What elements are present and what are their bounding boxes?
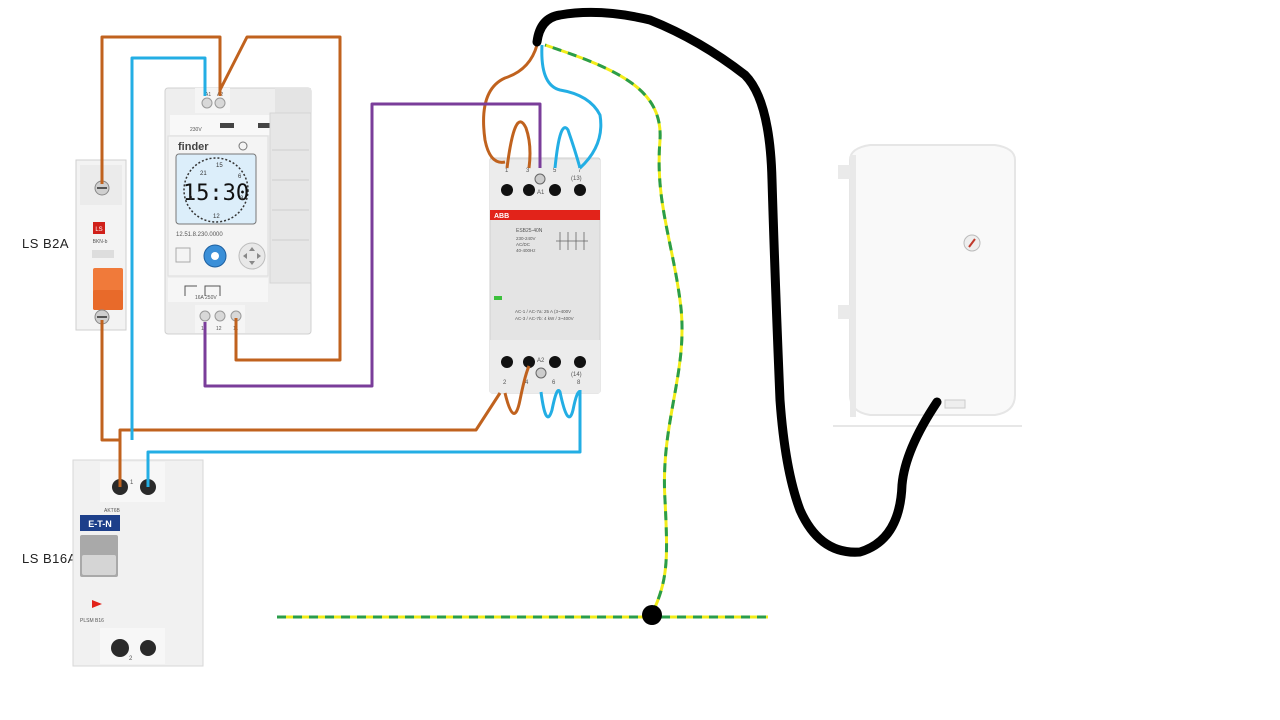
dial-num-15: 15	[216, 163, 223, 169]
contactor-a1-screw-icon	[534, 173, 546, 185]
timer-rating: 16A 250V	[195, 295, 217, 301]
control-wire	[203, 102, 542, 388]
dial-num-6: 6	[238, 174, 242, 180]
timer-lcd	[175, 153, 257, 225]
b16a-brand: E-T-N	[88, 519, 112, 529]
breaker-b16a: 1 AKT6B E-T-N PLSM B16 2	[72, 459, 204, 667]
dial-num-9: 9	[189, 196, 193, 202]
timer-model-code: 12.51.8.230.0000	[176, 232, 223, 238]
contactor-top-1: 1	[505, 168, 509, 174]
abb-contactor: 1 3 A1 5 7 (13) ABB ESB25-40N 230-240V A…	[489, 157, 601, 394]
contactor-top-3: 3	[526, 168, 530, 174]
timer-display-time: 15:30	[183, 181, 249, 206]
contactor-bot-4: 4	[525, 380, 529, 386]
neutral-wires	[130, 44, 603, 487]
earth-junction-dot	[642, 605, 662, 625]
contactor-top-13: (13)	[571, 176, 582, 182]
contactor-top-5: 5	[553, 168, 557, 174]
contactor-top-a1: A1	[537, 190, 545, 196]
contactor-spec-1: 230-240V	[516, 236, 536, 241]
eaton-logo-icon	[80, 515, 120, 531]
contactor-brand: ABB	[494, 213, 509, 220]
timer-terminal-a1: A1	[205, 92, 211, 98]
contactor-bot-2: 2	[503, 380, 507, 386]
dial-num-12: 12	[213, 214, 220, 220]
water-heater	[833, 144, 1022, 427]
contactor-bot-a2: A2	[537, 358, 545, 364]
dial-num-3: 3	[240, 196, 244, 202]
timer-brand: finder	[178, 141, 209, 153]
earth-wire	[277, 43, 768, 619]
contactor-model: ESB25-40N	[516, 228, 543, 234]
b16a-terminal-1: 1	[130, 480, 134, 486]
timer-keypad[interactable]	[238, 242, 266, 270]
b16a-top-label: AKT6B	[104, 508, 121, 514]
heater-power-cable	[532, 7, 942, 557]
contactor-rating-2: AC-3 / AC-7b: 4 kW / 3~400V	[515, 316, 574, 321]
contactor-spec-2: AC/DC	[516, 242, 531, 247]
contactor-spec-3: 40-400Hz	[516, 248, 536, 253]
b2a-model: BKN-b	[93, 239, 108, 245]
b2a-brand: LS	[95, 227, 102, 233]
contactor-a2-screw-icon	[535, 367, 547, 379]
contactor-status-led	[494, 296, 502, 300]
contactor-bot-14: (14)	[571, 372, 582, 378]
contactor-rating-1: AC-1 / AC-7a: 25 A (3~400V	[515, 309, 571, 314]
phase-wires	[100, 35, 539, 487]
timer-signal-icon	[175, 247, 191, 263]
dial-num-21: 21	[200, 171, 207, 177]
contactor-bot-6: 6	[552, 380, 556, 386]
label-ls-b16a: LS B16A	[22, 551, 77, 566]
b16a-terminal-2: 2	[129, 656, 133, 662]
b16a-model: PLSM B16	[80, 618, 104, 624]
ls-logo-icon	[93, 222, 105, 234]
timer-terminal-12: 12	[216, 326, 222, 332]
contactor-bot-8: 8	[577, 380, 581, 386]
timer-voltage: 230V	[190, 127, 202, 133]
breaker-b2a: LS BKN-b	[75, 159, 127, 331]
label-ls-b2a: LS B2A	[22, 236, 70, 251]
finder-timer: A1 A2 230V finder 15:30 21 15 12 9 3 6 1…	[164, 87, 312, 335]
contactor-top-7: 7	[578, 168, 582, 174]
